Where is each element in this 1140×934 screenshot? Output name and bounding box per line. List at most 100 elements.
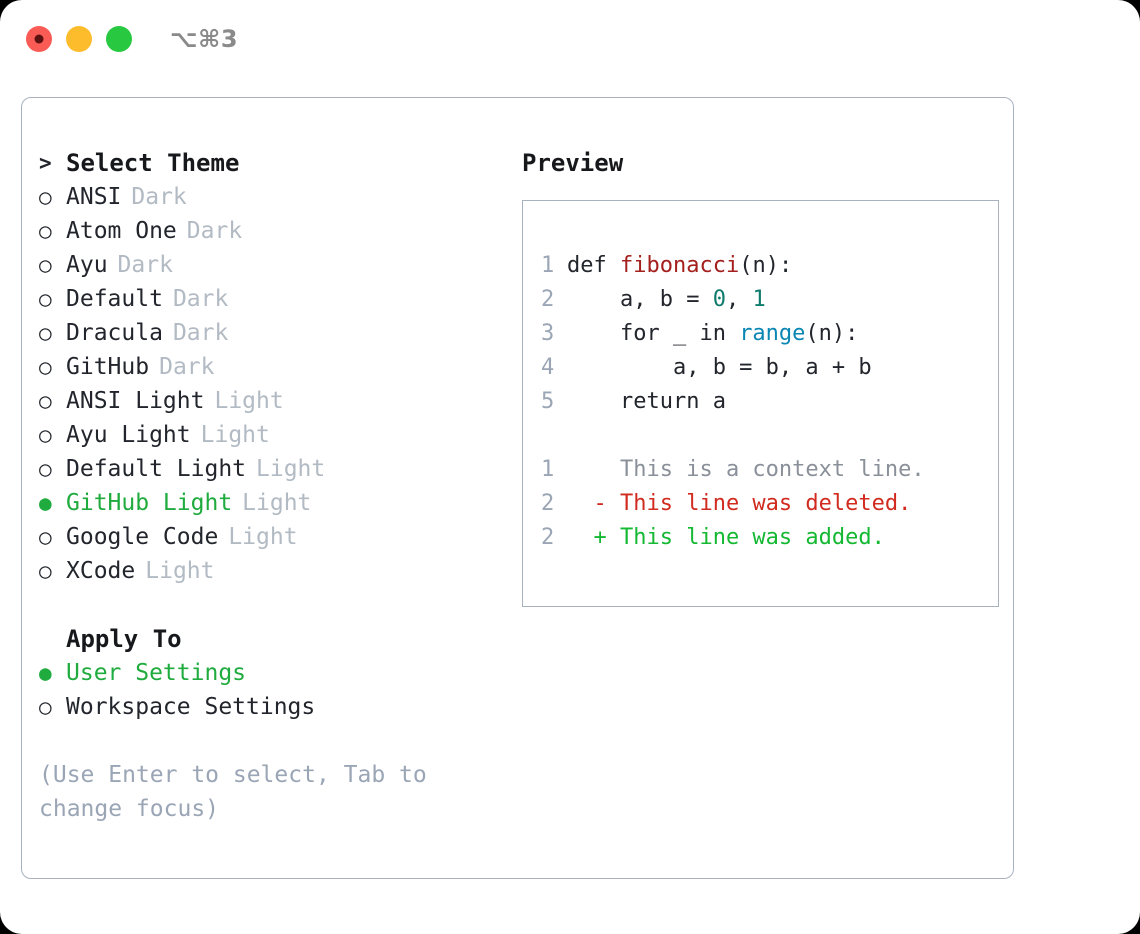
radio-unselected-icon: ○: [39, 253, 52, 277]
apply-to-title: Apply To: [39, 622, 509, 656]
theme-option-tag: Light: [256, 456, 326, 482]
code-diff-gap: [541, 419, 998, 453]
code-token-plain: return a: [567, 389, 726, 414]
theme-option-tag: Dark: [172, 320, 229, 346]
line-number: 5: [541, 389, 555, 414]
theme-option-tag: Dark: [159, 354, 215, 380]
code-token-plain: a, b =: [567, 287, 713, 312]
theme-option-dracula[interactable]: ○ Dracula Dark: [39, 316, 509, 350]
radio-unselected-icon: ○: [39, 695, 52, 719]
traffic-lights: [26, 26, 132, 52]
line-number: 2: [541, 525, 555, 550]
code-line: 2 a, b = 0, 1: [541, 283, 998, 317]
code-token-plain: for _ in: [567, 321, 740, 346]
theme-option-label: GitHub: [66, 354, 150, 380]
theme-option-github[interactable]: ○ GitHub Dark: [39, 350, 509, 384]
diff-line-added: 2 + This line was added.: [541, 521, 998, 555]
code-line: 4 a, b = b, a + b: [541, 351, 998, 385]
diff-line-text: This is a context line.: [567, 457, 925, 482]
list-spacer: [39, 588, 509, 622]
theme-option-tag: Dark: [131, 184, 187, 210]
keyboard-hint-text: (Use Enter to select, Tab to change focu…: [39, 762, 427, 822]
radio-unselected-icon: ○: [39, 185, 52, 209]
theme-option-ansi-light[interactable]: ○ ANSI Light Light: [39, 384, 509, 418]
diff-line-text: - This line was deleted.: [567, 491, 912, 516]
keyboard-shortcut-label: ⌥⌘3: [170, 25, 239, 53]
apply-to-option-list: ●User Settings ○ Workspace Settings: [39, 656, 509, 724]
code-token-num: 0: [712, 287, 726, 312]
theme-option-label: Google Code: [66, 524, 219, 550]
code-token-num: 1: [752, 287, 766, 312]
theme-option-tag: Dark: [117, 252, 173, 278]
theme-option-tag: Light: [214, 388, 284, 414]
page-title: Select Theme: [66, 149, 240, 177]
code-token-fn: fibonacci: [619, 253, 740, 278]
radio-unselected-icon: ○: [39, 457, 52, 481]
code-token-plain: (n):: [805, 321, 859, 346]
code-token-plain: (n):: [739, 253, 793, 278]
apply-to-option-label: User Settings: [66, 660, 247, 686]
theme-option-label: ANSI: [66, 184, 122, 210]
theme-option-tag: Light: [242, 490, 312, 516]
theme-option-label: Ayu Light: [66, 422, 191, 448]
line-number: 2: [541, 287, 555, 312]
theme-option-label: Default Light: [66, 456, 247, 482]
radio-selected-icon: ●: [39, 491, 52, 515]
code-token-plain: ,: [725, 287, 753, 312]
preview-title: Preview: [522, 149, 624, 177]
code-token-call: range: [739, 321, 806, 346]
apply-to-label: Apply To: [66, 625, 182, 653]
hint-spacer: [39, 724, 509, 758]
apply-to-option-workspace-settings[interactable]: ○ Workspace Settings: [39, 690, 509, 724]
theme-option-github-light[interactable]: ● GitHub Light Light: [39, 486, 509, 520]
theme-option-label: Dracula: [66, 320, 163, 346]
theme-option-label: XCode: [66, 558, 136, 584]
line-number: 2: [541, 491, 555, 516]
theme-option-label: GitHub Light: [66, 490, 233, 516]
theme-option-ansi[interactable]: ○ ANSI Dark: [39, 180, 509, 214]
theme-option-label: Atom One: [66, 218, 177, 244]
prompt-marker-icon: >: [39, 151, 52, 175]
apply-to-option-label: Workspace Settings: [66, 694, 316, 720]
theme-option-default-light[interactable]: ○ Default Light Light: [39, 452, 509, 486]
maximize-window-icon[interactable]: [106, 26, 132, 52]
radio-unselected-icon: ○: [39, 525, 52, 549]
theme-option-tag: Light: [228, 524, 298, 550]
diff-line-text: + This line was added.: [567, 525, 885, 550]
diff-sample: 1 This is a context line.2 - This line w…: [541, 453, 998, 555]
apply-to-option-user-settings[interactable]: ●User Settings: [39, 656, 509, 690]
theme-option-ayu-light[interactable]: ○ Ayu Light Light: [39, 418, 509, 452]
theme-option-label: Ayu: [66, 252, 108, 278]
line-number: 3: [541, 321, 555, 346]
close-window-icon[interactable]: [26, 26, 52, 52]
radio-unselected-icon: ○: [39, 423, 52, 447]
radio-unselected-icon: ○: [39, 287, 52, 311]
select-theme-title: > Select Theme: [39, 146, 509, 180]
theme-option-label: ANSI Light: [66, 388, 205, 414]
line-number: 1: [541, 457, 555, 482]
code-line: 3 for _ in range(n):: [541, 317, 998, 351]
theme-option-label: Default: [66, 286, 163, 312]
diff-line-deleted: 2 - This line was deleted.: [541, 487, 998, 521]
radio-unselected-icon: ○: [39, 389, 52, 413]
radio-unselected-icon: ○: [39, 219, 52, 243]
window-titlebar: ⌥⌘3: [0, 0, 1140, 78]
radio-unselected-icon: ○: [39, 321, 52, 345]
radio-unselected-icon: ○: [39, 355, 52, 379]
theme-option-ayu[interactable]: ○ Ayu Dark: [39, 248, 509, 282]
diff-line-context: 1 This is a context line.: [541, 453, 998, 487]
theme-option-google-code[interactable]: ○ Google Code Light: [39, 520, 509, 554]
minimize-window-icon[interactable]: [66, 26, 92, 52]
theme-option-tag: Light: [200, 422, 270, 448]
